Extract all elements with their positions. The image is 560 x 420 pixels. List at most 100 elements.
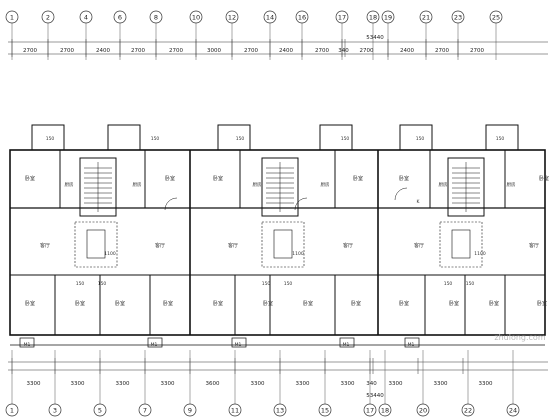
bottom-dimension-value: 3300	[296, 381, 310, 387]
bottom-dimension-value: 340	[366, 381, 377, 387]
bottom-dimension-value: 3300	[27, 381, 41, 387]
top-dimension-value: 340	[338, 48, 349, 54]
top-axis-number: 16	[298, 14, 306, 22]
top-axis-number: 2	[46, 14, 50, 22]
top-dimension-line: 2700 2700 2400 2700 2700 3000 2700 2400 2700 340 2…	[8, 39, 548, 57]
room-label: 客厅	[155, 242, 165, 249]
bottom-axis-bubble: 11	[228, 350, 242, 417]
bottom-axis-number: 18	[381, 407, 389, 415]
room-label: 卧室	[353, 175, 363, 182]
bottom-axis-number: 9	[188, 407, 192, 415]
top-axis-number: 1	[10, 14, 14, 22]
top-dimension-value: 2700	[360, 48, 374, 54]
window-tag: M1	[408, 342, 415, 348]
top-axis-number: 25	[492, 14, 500, 22]
bottom-axis-bubble: 20	[416, 350, 430, 417]
bottom-dimension-value: 3300	[434, 381, 448, 387]
top-dimension-value: 2400	[279, 48, 293, 54]
room-label: 客厅	[343, 242, 353, 249]
bottom-axis-number: 5	[98, 407, 102, 415]
bottom-axis-number: 1	[10, 407, 14, 415]
bottom-dimension-value: 3300	[116, 381, 130, 387]
dimension-150: 150	[341, 136, 350, 142]
bottom-axis-number: 13	[276, 407, 284, 415]
room-label: 卧室	[263, 300, 273, 307]
bottom-axis-number: 7	[143, 407, 147, 415]
top-dimension-value: 2400	[96, 48, 110, 54]
room-label: 厨房	[65, 181, 74, 188]
dimension-150: 150	[444, 281, 453, 287]
top-dimension-value: 2700	[23, 48, 37, 54]
window-tag: M1	[24, 342, 31, 348]
room-label: 卧室	[537, 300, 547, 307]
top-dimension-value: 2700	[244, 48, 258, 54]
room-label: 厨房	[507, 181, 516, 188]
top-axis-number: 8	[154, 14, 158, 22]
top-dimension-value: 2400	[400, 48, 414, 54]
bottom-dimension-value: 3300	[479, 381, 493, 387]
room-label: 卧室	[399, 175, 409, 182]
bottom-axis-number: 24	[509, 407, 517, 415]
bottom-dimension-value: 3600	[206, 381, 220, 387]
dimension-150: 150	[466, 281, 475, 287]
bottom-axis-bubble: 1	[5, 350, 19, 417]
dimension-1100: 1100	[474, 251, 486, 257]
top-axis-number: 14	[266, 14, 274, 22]
bottom-axis-bubble: 24	[506, 350, 520, 417]
top-axis-number: 18	[369, 14, 377, 22]
dimension-150: 150	[98, 281, 107, 287]
dimension-1100: 1100	[292, 251, 304, 257]
room-label: 卧室	[25, 175, 35, 182]
room-label: 卧室	[213, 300, 223, 307]
top-dimension-value: 2700	[470, 48, 484, 54]
window-tag: M1	[343, 342, 350, 348]
room-label: 卧室	[539, 175, 549, 182]
top-dimension-value: 3000	[207, 48, 221, 54]
room-label: 客厅	[228, 242, 238, 249]
dimension-150: 150	[416, 136, 425, 142]
room-label: 卧室	[303, 300, 313, 307]
top-dimension-value: 2700	[131, 48, 145, 54]
room-label: 客厅	[529, 242, 539, 249]
bottom-axis-number: 11	[231, 407, 239, 415]
bottom-axis-bubble: 15	[318, 350, 332, 417]
top-dimension-value: 2700	[315, 48, 329, 54]
bottom-dimension-value: 3300	[341, 381, 355, 387]
room-label: 卧室	[489, 300, 499, 307]
dimension-1100: 1100	[104, 251, 116, 257]
bottom-axis-bubble: 5	[93, 350, 107, 417]
dimension-150: 150	[151, 136, 160, 142]
room-label: 卧室	[351, 300, 361, 307]
watermark: zhulong.com	[494, 333, 545, 342]
bottom-axis-number: 22	[464, 407, 472, 415]
room-label: 卧室	[75, 300, 85, 307]
bottom-axis-number: 20	[419, 407, 427, 415]
bottom-axis-bubble: 17	[363, 350, 377, 417]
top-axis-number: 23	[454, 14, 462, 22]
bottom-dimension-value: 3300	[251, 381, 265, 387]
top-axis-number: 19	[384, 14, 392, 22]
dimension-150: 150	[46, 136, 55, 142]
bottom-axis-number: 17	[366, 407, 374, 415]
bottom-axis-bubble: 7	[138, 350, 152, 417]
room-labels: 卧室厨房厨房卧室客厅客厅卧室卧室卧室卧室卧室厨房厨房卧室客厅客厅卧室卧室卧室卧室…	[24, 136, 549, 348]
room-label: 卧室	[115, 300, 125, 307]
room-label: 厨房	[253, 181, 262, 188]
room-label: 卧室	[399, 300, 409, 307]
room-label: 卧室	[25, 300, 35, 307]
top-axis-number: 21	[422, 14, 430, 22]
bottom-dimension-value: 3300	[71, 381, 85, 387]
top-dimension-value: 2700	[60, 48, 74, 54]
top-total-length: 53440	[366, 35, 384, 41]
bottom-total-length: 53440	[366, 393, 384, 399]
room-label: 客厅	[414, 242, 424, 249]
bottom-axis-bubble: 9	[183, 350, 197, 417]
room-label: 卧室	[449, 300, 459, 307]
bottom-axis-number: 15	[321, 407, 329, 415]
dimension-150: 150	[284, 281, 293, 287]
bottom-axis-bubble: 22	[461, 350, 475, 417]
top-dimension-value: 2700	[435, 48, 449, 54]
